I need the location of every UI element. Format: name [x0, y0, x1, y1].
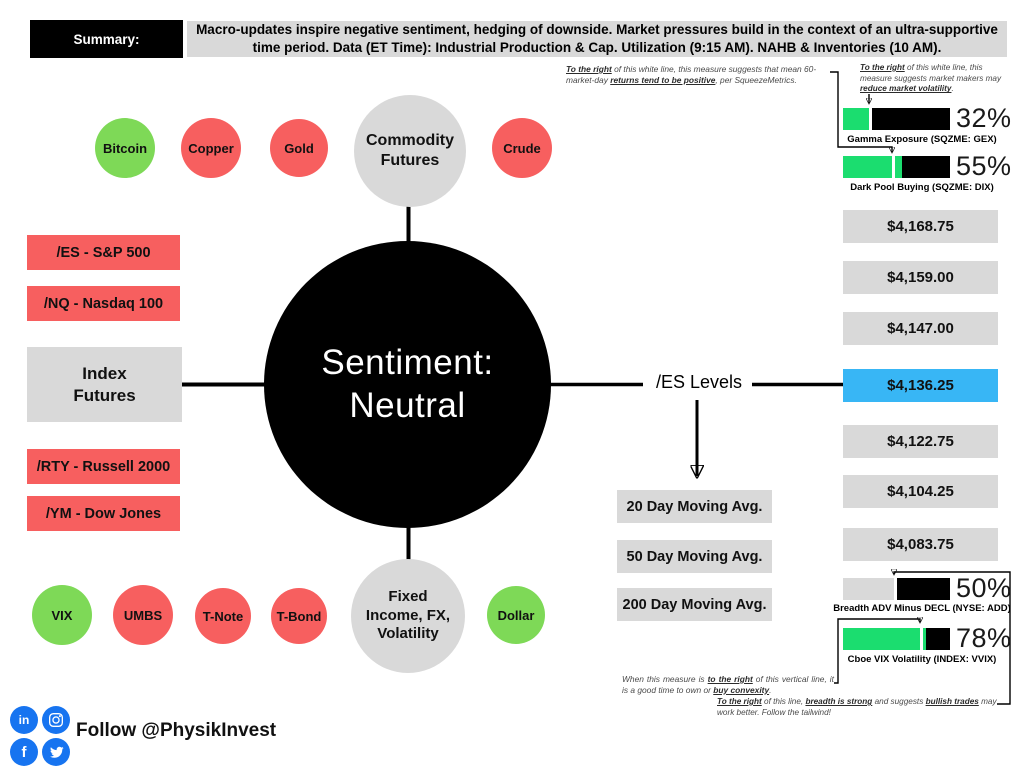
annotation-vvix: When this measure is to the right of thi… [622, 674, 834, 696]
es-level-4-168-75: $4,168.75 [843, 210, 998, 243]
gauge-bar-vvix [843, 628, 950, 650]
annotation-segment: and suggests [872, 697, 926, 706]
es-level-4-104-25: $4,104.25 [843, 475, 998, 508]
summary-text: Macro-updates inspire negative sentiment… [196, 22, 998, 55]
annotation-segment: . [769, 684, 772, 695]
annotation-segment: may work better. Follow the tailwind! [717, 697, 997, 717]
annotation-segment: buy convexity [713, 684, 770, 695]
gauge-label-dix: Dark Pool Buying (SQZME: DIX) [850, 182, 994, 193]
ma-box-20-day-moving-avg: 20 Day Moving Avg. [617, 490, 772, 523]
instagram-glyph [49, 713, 63, 727]
gauge-fill-dix [843, 156, 902, 178]
asset-circle-vix: VIX [32, 585, 92, 645]
hub-commodity-label: Commodity Futures [366, 132, 454, 169]
gauge-label-gex: Gamma Exposure (SQZME: GEX) [847, 134, 997, 145]
es-levels-title: /ES Levels [655, 372, 743, 392]
linkedin-icon[interactable]: in [10, 706, 38, 734]
bracket-vvix-annotation [834, 619, 920, 684]
index-future-ym-dow-jones: /YM - Dow Jones [27, 496, 180, 531]
twitter-icon[interactable] [42, 738, 70, 766]
sentiment-circle: Sentiment: Neutral [264, 241, 551, 528]
gauge-threshold-line-vvix [920, 628, 924, 650]
summary-label-text: Summary: [73, 31, 140, 47]
hub-commodity-futures: Commodity Futures [354, 95, 466, 207]
summary-box: Macro-updates inspire negative sentiment… [187, 21, 1007, 57]
es-level-4-083-75: $4,083.75 [843, 528, 998, 561]
asset-circle-t-note: T-Note [195, 588, 251, 644]
asset-circle-bitcoin: Bitcoin [95, 118, 155, 178]
hub-fixed-label: Fixed Income, FX, Volatility [365, 587, 451, 643]
annotation-add: To the right of this line, breadth is st… [717, 697, 998, 718]
gauge-label-add: Breadth ADV Minus DECL (NYSE: ADD) [833, 603, 1011, 614]
gauge-bar-add [843, 578, 950, 600]
gauge-value-add: 50% [956, 573, 1012, 603]
gauge-threshold-line-add [893, 578, 897, 600]
gauge-value-dix: 55% [956, 151, 1012, 181]
summary-label: Summary: [30, 20, 183, 58]
annotation-segment: breadth is strong [805, 697, 873, 706]
annotation-segment: of this white line, this measure suggest… [860, 63, 1002, 83]
annotation-segment: To the right [566, 64, 612, 74]
gauge-label-vvix: Cboe VIX Volatility (INDEX: VVIX) [847, 654, 997, 665]
annotation-segment: of this line, [761, 697, 806, 706]
index-future-nq-nasdaq-100: /NQ - Nasdaq 100 [27, 286, 180, 321]
annotation-segment: reduce market volatility [860, 84, 952, 94]
gauge-threshold-line-dix [892, 156, 896, 178]
annotation-segment: of this white line, this measure suggest… [566, 64, 817, 85]
sentiment-value: Neutral [349, 385, 466, 425]
es-level-4-159-00: $4,159.00 [843, 261, 998, 294]
gauge-bar-gex [843, 108, 950, 130]
asset-circle-dollar: Dollar [487, 586, 545, 644]
asset-circle-t-bond: T-Bond [271, 588, 327, 644]
hub-fixed-income: Fixed Income, FX, Volatility [351, 559, 465, 673]
hub-index-label: Index Futures [73, 364, 136, 405]
gauge-threshold-line-gex [869, 108, 873, 130]
annotation-segment: returns tend to be positive [610, 74, 716, 85]
instagram-icon[interactable] [42, 706, 70, 734]
ma-box-50-day-moving-avg: 50 Day Moving Avg. [617, 540, 772, 573]
sentiment-title: Sentiment: [321, 342, 494, 382]
gauge-fill-gex [843, 108, 872, 130]
index-future-es-s-p-500: /ES - S&P 500 [27, 235, 180, 270]
annotation-dix: To the right of this white line, this me… [566, 64, 839, 86]
bracket-dix-annotation [830, 71, 892, 152]
gauge-fill-vvix [843, 628, 927, 650]
annotation-segment: To the right [717, 697, 762, 706]
annotation-segment: When this measure is [622, 674, 708, 684]
index-future-rty-russell-2000: /RTY - Russell 2000 [27, 449, 180, 484]
hub-index-futures: Index Futures [27, 347, 182, 422]
annotation-gex: To the right of this white line, this me… [860, 63, 1012, 95]
es-level-4-136-25: $4,136.25 [843, 369, 998, 402]
annotation-segment: . [951, 84, 954, 94]
annotation-segment: To the right [860, 63, 905, 72]
facebook-icon[interactable]: f [10, 738, 38, 766]
ma-box-200-day-moving-avg: 200 Day Moving Avg. [617, 588, 772, 621]
asset-circle-copper: Copper [181, 118, 241, 178]
annotation-segment: , per SqueezeMetrics. [715, 74, 797, 85]
gauge-value-gex: 32% [956, 103, 1012, 133]
twitter-glyph [49, 746, 64, 758]
asset-circle-crude: Crude [492, 118, 552, 178]
asset-circle-umbs: UMBS [113, 585, 173, 645]
follow-handle-text: Follow @PhysikInvest [76, 720, 277, 741]
annotation-segment: bullish trades [925, 697, 979, 706]
gauge-value-vvix: 78% [956, 623, 1012, 653]
annotation-segment: of this vertical line, it is a good time… [622, 674, 834, 695]
es-level-4-147-00: $4,147.00 [843, 312, 998, 345]
gauge-fill-add [843, 578, 897, 600]
asset-circle-gold: Gold [270, 119, 328, 177]
es-level-4-122-75: $4,122.75 [843, 425, 998, 458]
annotation-segment: to the right [707, 674, 753, 684]
gauge-bar-dix [843, 156, 950, 178]
bracket-add-annotation [894, 572, 1011, 705]
